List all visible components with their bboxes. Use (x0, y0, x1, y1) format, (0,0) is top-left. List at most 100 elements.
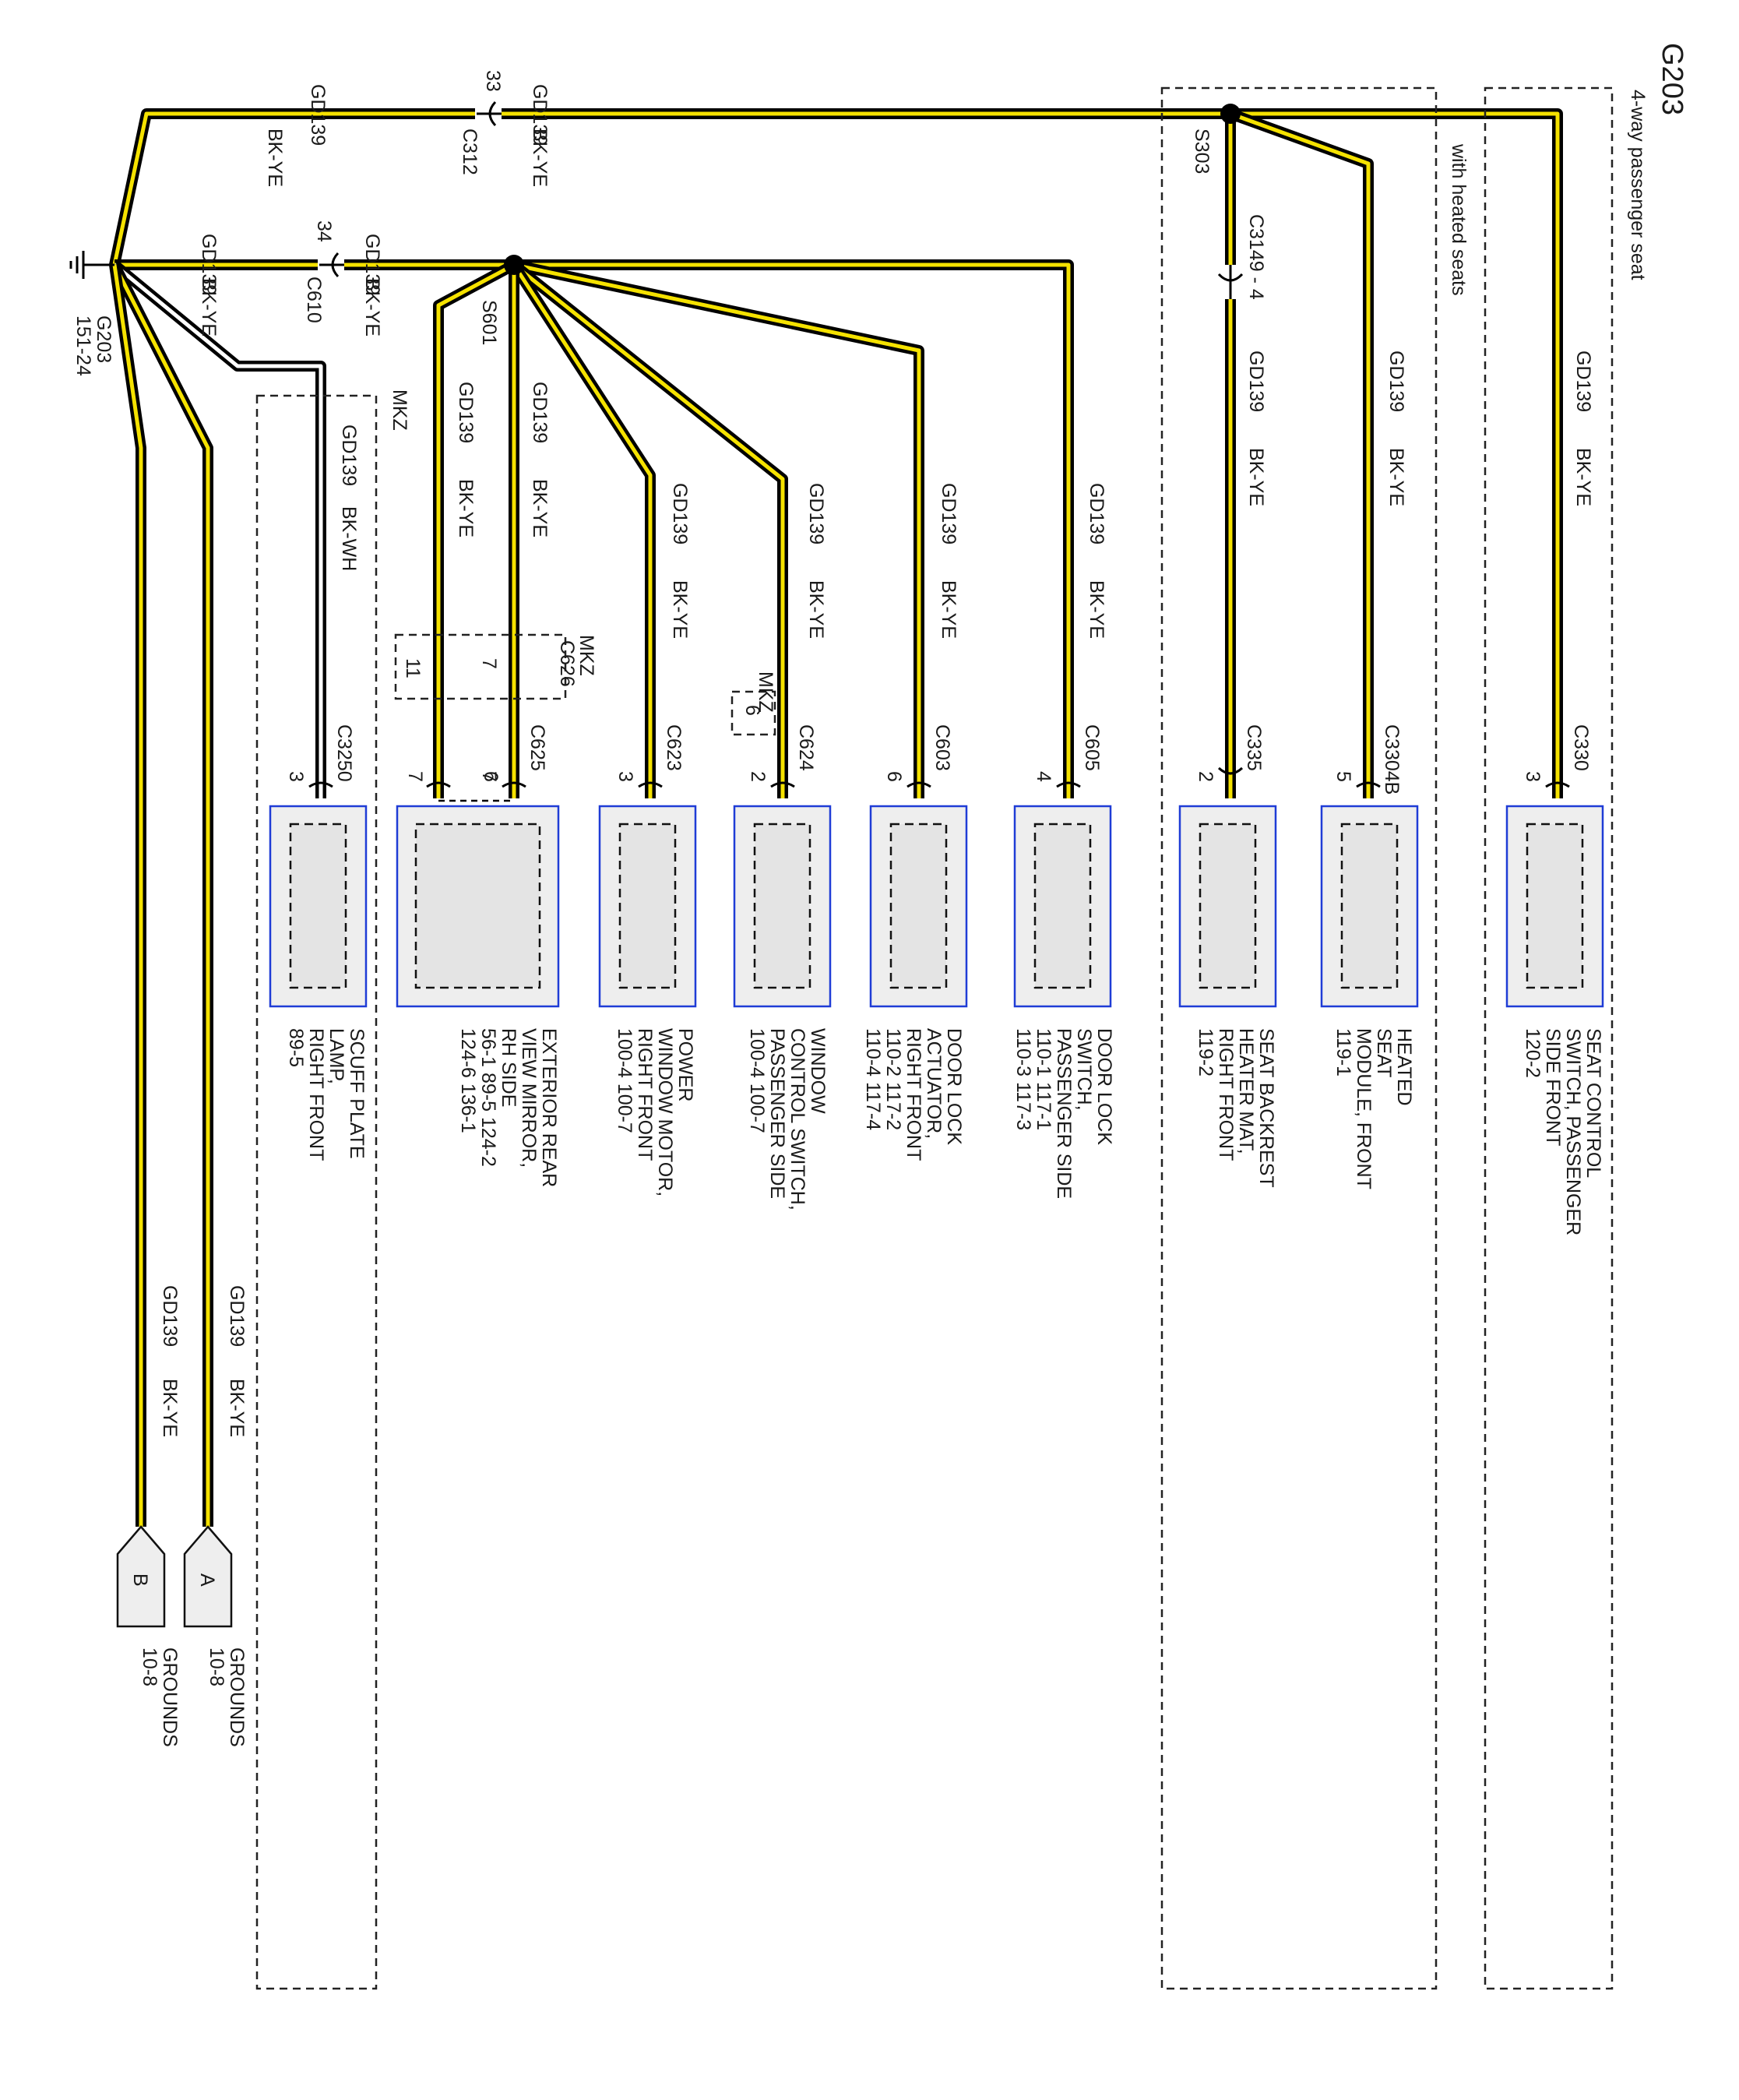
component-label: 56-1 89-5 124-2 (477, 1028, 499, 1167)
wire-circuit-label: GD139 (1245, 351, 1267, 412)
component-label: POWER (674, 1028, 696, 1101)
ground-id: G203 (93, 315, 114, 363)
wire-circuit-label: GD139 (226, 1285, 248, 1347)
component-label: LAMP, (326, 1028, 347, 1084)
component-label: 119-2 (1195, 1028, 1216, 1076)
component-label: 110-1 117-1 (1033, 1028, 1054, 1130)
ground-tag-b (116, 1525, 166, 1628)
component-label: SEAT CONTROL (1582, 1028, 1604, 1178)
component-label: RIGHT FRONT (903, 1028, 924, 1161)
component-label: RIGHT FRONT (634, 1028, 656, 1161)
pin-number: 2 (747, 771, 769, 782)
wire-circuit-label: GD139 (1572, 351, 1594, 412)
ground-a-label: GROUNDS (226, 1647, 248, 1747)
connector-label: C335 (1243, 724, 1265, 771)
pin-number: 6 (480, 771, 502, 782)
c610-pin: 34 (313, 220, 335, 242)
connector-label: C625 (526, 724, 548, 771)
component-label: 124-6 136-1 (457, 1028, 479, 1133)
connector-label: C623 (663, 724, 685, 771)
component-label: 100-4 100-7 (746, 1028, 768, 1133)
pin-arrows (308, 766, 1570, 788)
wire-color-label: BK-YE (264, 129, 286, 187)
connector-label: C624 (795, 724, 817, 771)
component-label: 110-4 117-4 (862, 1028, 884, 1130)
component-label: WINDOW (807, 1028, 829, 1114)
ground-b-ref: 10-8 (139, 1647, 160, 1686)
component-label: PASSENGER SIDE (1053, 1028, 1075, 1199)
component-label: DOOR LOCK (1093, 1028, 1115, 1145)
ground-a-ref: 10-8 (206, 1647, 227, 1686)
pin-number: 3 (1522, 771, 1544, 782)
component-label: 119-1 (1332, 1028, 1354, 1076)
wire-color-label: BK-YE (1572, 448, 1594, 506)
wire-color-label: BK-YE (938, 580, 959, 639)
pin-number: 3 (614, 771, 636, 782)
wire-color-label: BK-YE (805, 580, 827, 639)
component-label: ACTUATOR, (923, 1028, 945, 1139)
component-boxes (269, 805, 1604, 1008)
component-label: SCUFF PLATE (346, 1028, 368, 1159)
wire-color-label: BK-YE (1245, 448, 1267, 506)
wire-circuit-label: GD139 (1385, 351, 1407, 412)
component-label: SIDE FRONT (1542, 1028, 1564, 1146)
c312-symbol (477, 100, 502, 127)
c624-alt-pin: 6 (741, 705, 763, 716)
mkz-label: MKZ (755, 671, 776, 713)
wire-color-label: BK-YE (529, 479, 551, 537)
wire-ground-b (109, 263, 146, 1527)
wire-circuit-label: GD139 (529, 382, 551, 443)
component-label: HEATED (1393, 1028, 1415, 1106)
s601-splice (504, 255, 524, 275)
component-label: RIGHT FRONT (305, 1028, 327, 1161)
c312-pin: 33 (482, 70, 504, 92)
c610-label: C610 (303, 277, 325, 323)
s303-label: S303 (1191, 129, 1213, 174)
c626-box (394, 633, 567, 700)
connector-label: C3304B (1381, 724, 1403, 795)
wire-c603 (512, 259, 924, 798)
c3149-symbol (1217, 265, 1244, 299)
pin-number: 2 (1195, 771, 1216, 782)
component-label: DOOR LOCK (943, 1028, 965, 1145)
wire-circuit-label: GD139 (938, 483, 959, 544)
connector-label: C605 (1081, 724, 1103, 771)
wire-color-label: BK-YE (1385, 448, 1407, 506)
heated-seats-group-box (1160, 86, 1438, 1990)
ground-ref: 151-24 (72, 315, 94, 376)
pin-number: 6 (883, 771, 905, 782)
ground-a-letter: A (196, 1573, 218, 1587)
wire-circuit-label: GD139 (338, 425, 360, 486)
wire-trunk-top (109, 108, 1563, 798)
s601-label: S601 (478, 300, 500, 345)
wire-color-label: BK-YE (361, 278, 383, 336)
wire-color-label: BK-YE (226, 1379, 248, 1437)
location-title: G203 (1656, 43, 1688, 115)
c626-pin-a: 7 (478, 658, 500, 669)
mkz-label: MKZ (576, 635, 597, 676)
c626-pin-b: 11 (402, 658, 424, 678)
wire-circuit-label: GD139 (455, 382, 477, 443)
wire-circuit-label: GD139 (159, 1285, 181, 1347)
component-label: MODULE, FRONT (1353, 1028, 1375, 1189)
connector-label: C330 (1570, 724, 1592, 771)
wire-color-label: BK-WH (338, 506, 360, 571)
component-label: SWITCH, (1073, 1028, 1095, 1111)
pin-number: 3 (285, 771, 307, 782)
wire-circuit-label: GD139 (805, 483, 827, 544)
wire-circuit-label: GD139 (361, 234, 383, 295)
c624-alt-box (730, 690, 776, 736)
component-label: 100-4 100-7 (614, 1028, 635, 1133)
wire-color-label: BK-YE (159, 1379, 181, 1437)
wire-circuit-label: GD139 (669, 483, 691, 544)
component-label: 110-2 117-2 (882, 1028, 904, 1130)
component-label: RH SIDE (498, 1028, 519, 1107)
c610-symbol (319, 252, 344, 278)
component-label: RIGHT FRONT (1215, 1028, 1237, 1161)
ground-symbol-icon (69, 251, 114, 279)
pin-number: 7 (478, 771, 500, 782)
connector-label: C3250 (333, 724, 355, 782)
c626-label: C626 (556, 640, 578, 687)
